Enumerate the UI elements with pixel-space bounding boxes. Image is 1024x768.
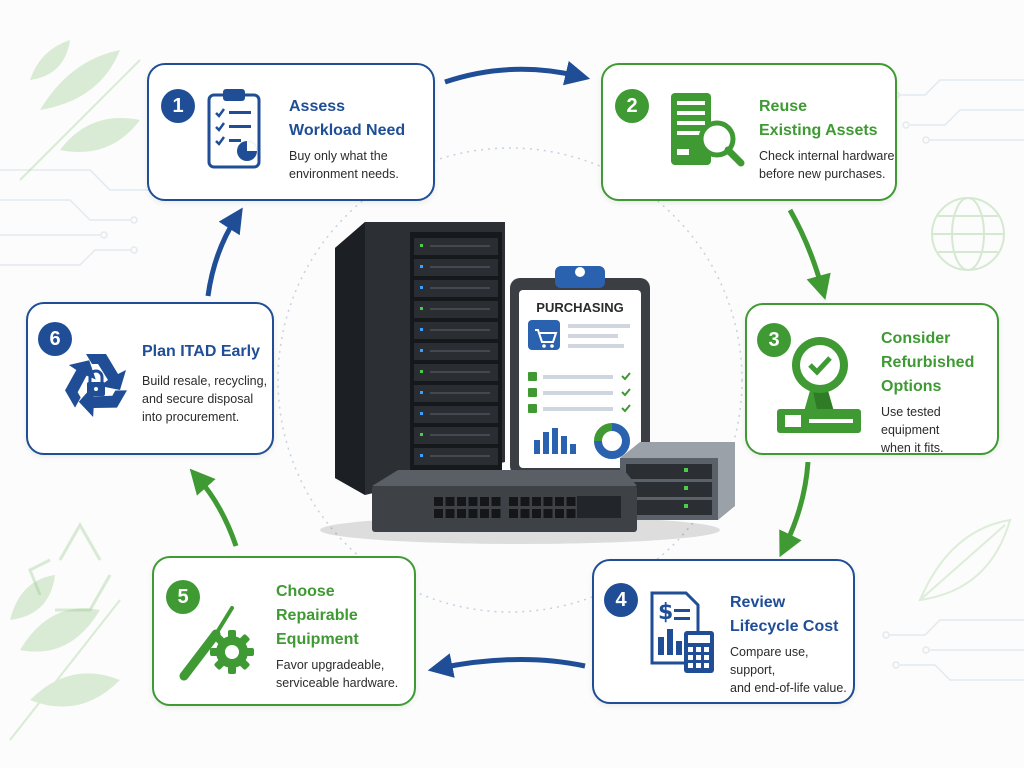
step-number-badge: 5 (166, 580, 200, 614)
step-card-refurbished-options: 3 Consider Refurbished Options Use teste… (745, 303, 999, 455)
step-description: Use tested equipment when it fits. (881, 405, 944, 455)
certified-badge-icon (777, 337, 861, 433)
step-card-repairable-equipment: 5 Choose Repairable Equipment Favor upgr… (152, 556, 416, 706)
step-title: Choose Repairable Equipment (276, 583, 359, 648)
leaf-decoration-icon (9, 575, 121, 741)
cost-calculator-icon: $ (650, 591, 714, 673)
step-number-badge: 6 (38, 322, 72, 356)
server-rack-icon (335, 222, 505, 495)
refurbished-server-icon (620, 442, 735, 520)
arrow-step3-to-step4 (779, 461, 811, 558)
step-card-assess-workload: 1 Assess Workload Need Buy only what the… (147, 63, 435, 201)
step-description: Check internal hardware before new purch… (759, 149, 895, 181)
server-magnifier-icon (671, 93, 745, 167)
step-title: Consider Refurbished Options (881, 330, 975, 395)
leaf-decoration-icon (19, 40, 141, 181)
circuit-decoration (0, 79, 1024, 681)
step-description: Buy only what the environment needs. (289, 149, 399, 181)
leaf-decoration-icon (918, 518, 1012, 602)
checklist-clipboard-icon (207, 89, 261, 169)
cycle-ring (277, 147, 743, 613)
purchasing-clipboard-icon (510, 266, 650, 476)
step-number-badge: 1 (161, 89, 195, 123)
step-number-badge: 3 (757, 323, 791, 357)
step-description: Compare use, support, and end-of-life va… (730, 645, 847, 695)
arrow-step4-to-step5 (427, 653, 586, 678)
step-title: Plan ITAD Early (142, 343, 260, 360)
svg-text:$: $ (658, 600, 673, 625)
step-card-lifecycle-cost: 4 $ Review Lifecycle Cost Compare use, s… (592, 559, 855, 704)
recycle-lock-icon (56, 354, 127, 424)
step-description: Favor upgradeable, serviceable hardware. (276, 658, 399, 690)
step-card-plan-itad: 6 Plan ITAD Early Build resale, recyclin… (26, 302, 274, 455)
step-title: Assess Workload Need (289, 98, 406, 139)
step-number-badge: 2 (615, 89, 649, 123)
wrench-gear-icon (179, 606, 254, 681)
arrow-step5-to-step6 (189, 468, 239, 547)
globe-decoration-icon (931, 197, 1005, 271)
arrow-step1-to-step2 (444, 60, 591, 86)
arrow-step6-to-step1 (205, 207, 243, 297)
recycle-decoration-icon (28, 521, 112, 612)
network-switch-icon (372, 470, 637, 532)
step-title: Reuse Existing Assets (759, 98, 878, 139)
step-description: Build resale, recycling, and secure disp… (142, 374, 268, 424)
step-number-badge: 4 (604, 583, 638, 617)
clipboard-header: PURCHASING (536, 300, 624, 315)
step-title: Review Lifecycle Cost (730, 594, 839, 635)
arrow-step2-to-step3 (787, 208, 831, 301)
step-card-reuse-assets: 2 Reuse Existing Assets Check internal h… (601, 63, 897, 201)
